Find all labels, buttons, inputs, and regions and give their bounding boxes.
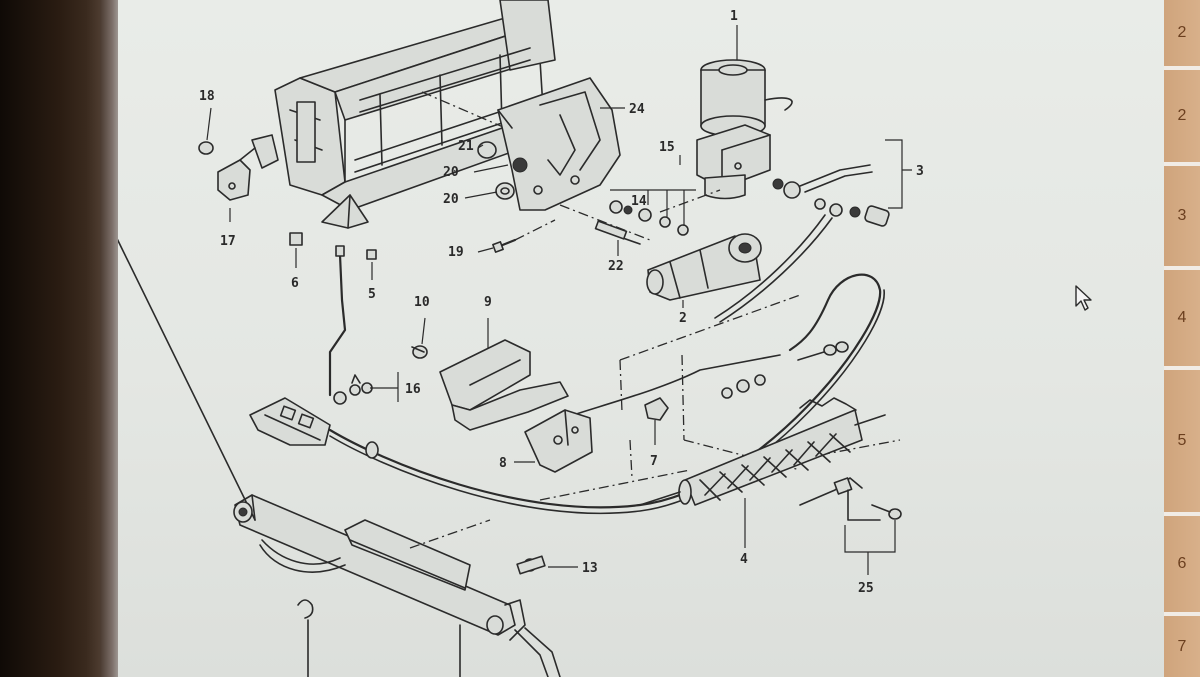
callout-labels: 1 2 3 4 5 6 7 8 9 10 13 14 15 16 17 18 1… [199,9,924,596]
retaining-clip [644,397,669,421]
latch-bracket [198,134,279,201]
nuts-and-washers [477,141,528,200]
hose-fittings [714,164,890,323]
spring-rail [639,397,886,506]
callout-20-lower: 20 [443,192,459,207]
callout-15: 15 [659,140,675,155]
callout-17: 17 [220,234,236,249]
callout-13: 13 [582,561,598,576]
callout-16: 16 [405,382,421,397]
mounting-bracket [411,339,569,431]
mouse-pointer-icon [1075,285,1092,311]
callout-18: 18 [199,89,215,104]
page-tab-4[interactable]: 4 [1164,266,1200,366]
page-tab-5[interactable]: 5 [1164,366,1200,512]
callout-24: 24 [629,102,645,117]
callout-25: 25 [858,581,874,596]
callout-21: 21 [458,139,474,154]
callout-3: 3 [916,164,924,179]
callout-7: 7 [650,454,658,469]
callout-4: 4 [740,552,748,567]
callout-20-upper: 20 [443,165,459,180]
monitor-bezel-edge [100,0,120,677]
callout-19: 19 [448,245,464,260]
page-tab-3[interactable]: 3 [1164,162,1200,266]
hydraulic-pump-motor [696,59,793,200]
bolt-19 [492,219,556,253]
page-tab-7[interactable]: 7 [1164,612,1200,677]
page-tab-6[interactable]: 6 [1164,512,1200,612]
callout-2: 2 [679,311,687,326]
hydraulic-actuator [559,189,762,301]
exploded-parts-diagram: 1 2 3 4 5 6 7 8 9 10 13 14 15 16 17 18 1… [118,0,924,677]
callout-6: 6 [291,276,299,291]
cable-clip-assembly [799,477,902,521]
alignment-lines [539,294,901,501]
callout-22: 22 [608,259,624,274]
lower-seat-rail [249,397,379,459]
callout-10: 10 [414,295,430,310]
callout-1: 1 [730,9,738,24]
callout-leaders [206,25,912,575]
lever-bracket [524,409,593,473]
page-tab-strip: 2 2 3 4 5 6 7 [1164,0,1200,677]
monitor-bezel-left [0,0,108,677]
bracket-plate [497,77,621,211]
small-clips [289,232,377,260]
page-tab-2[interactable]: 2 [1164,66,1200,162]
bottom-slide-rail [118,238,561,677]
page-tab-2-top[interactable]: 2 [1164,0,1200,66]
parts-diagram-viewport: 1 2 3 4 5 6 7 8 9 10 13 14 15 16 17 18 1… [118,0,1164,677]
callout-14: 14 [631,194,647,209]
seat-frame-assembly [274,0,556,229]
callout-5: 5 [368,287,376,302]
callout-9: 9 [484,295,492,310]
spacer-washers [721,374,766,399]
callout-8: 8 [499,456,507,471]
control-rod [328,245,373,405]
